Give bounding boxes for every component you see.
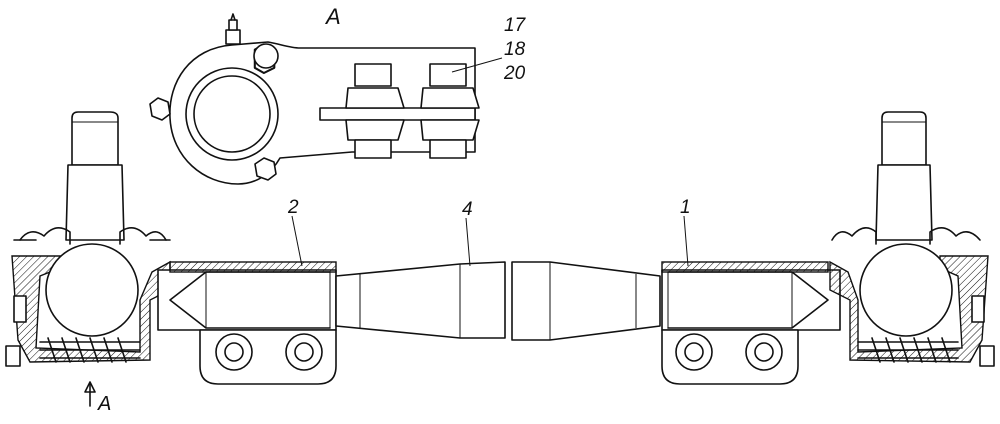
left-ball-joint: [5, 111, 171, 407]
callout-17: 17: [504, 15, 526, 36]
callout-20: 20: [504, 63, 526, 84]
arrow-a-label: A: [98, 393, 112, 415]
center-tie-rod-tube: [335, 261, 661, 341]
leader-2: [291, 215, 303, 267]
leader-1: [683, 215, 689, 267]
view-a-clamp-detail: [149, 13, 503, 185]
callout-18: 18: [504, 39, 526, 60]
right-ball-joint: [829, 111, 995, 367]
view-a-title: A: [326, 4, 341, 29]
right-tie-rod-end-tube: [661, 261, 841, 385]
callout-2: 2: [288, 197, 299, 218]
left-tie-rod-end-tube: [157, 261, 337, 385]
leader-4: [465, 217, 471, 267]
callout-4: 4: [462, 199, 473, 220]
callout-1: 1: [680, 197, 691, 218]
